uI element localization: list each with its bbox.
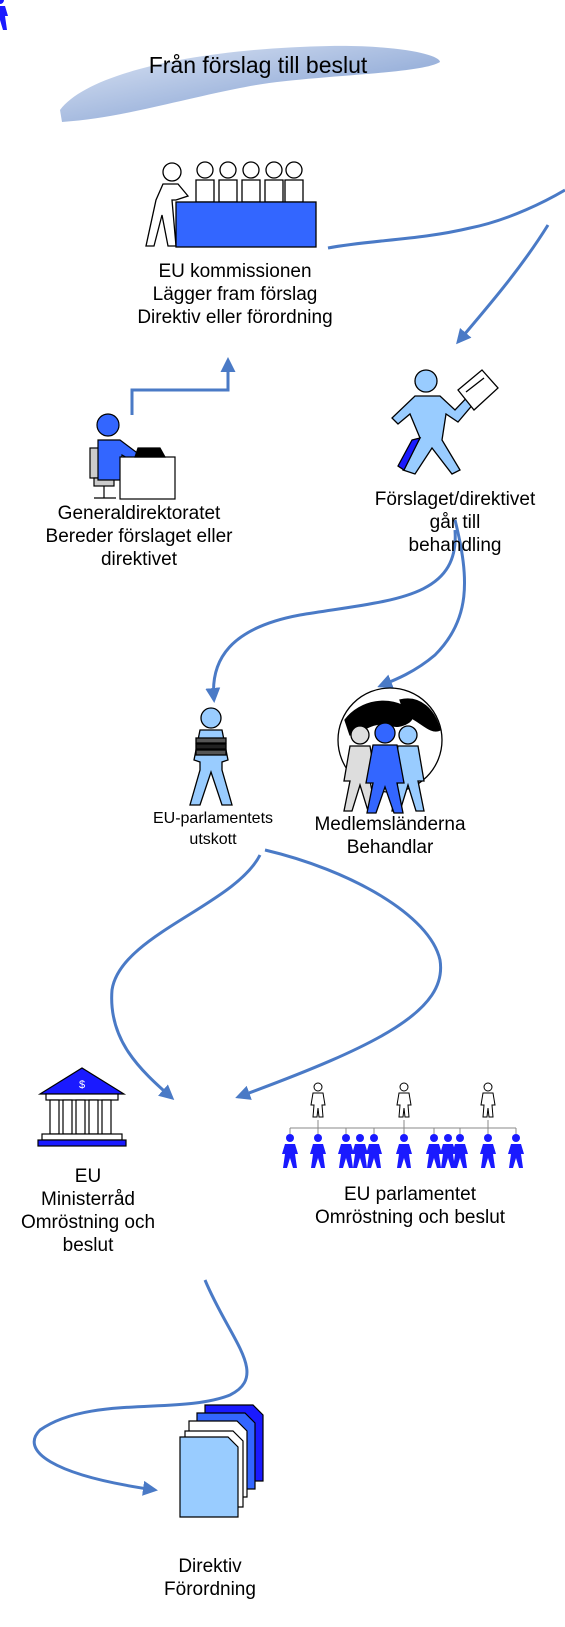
arrow-committee-to-council — [110, 854, 262, 1100]
arrow-directorate-to-commission — [130, 357, 236, 415]
result-line-2: Förordning — [164, 1579, 256, 1600]
arrow-proposal-to-memberstates — [377, 519, 467, 689]
office-worker-icon — [89, 413, 176, 500]
proposal-line-3: behandling — [408, 535, 502, 556]
commission-line-1: EU kommissionen — [158, 261, 312, 282]
proposal-line-1: Förslaget/direktivet — [374, 489, 536, 510]
courier-icon — [391, 369, 499, 475]
commission-line-2: Lägger fram förslag — [152, 284, 318, 305]
committee-label: EU-parlamentets utskott — [128, 808, 298, 850]
documents-stack-icon — [179, 1404, 264, 1518]
member-states-label: Medlemsländerna Behandlar — [300, 813, 480, 859]
commission-label: EU kommissionen Lägger fram förslag Dire… — [130, 260, 340, 329]
arrow-commission-to-proposal — [327, 188, 565, 250]
proposal-line-2: går till — [429, 512, 481, 533]
member-states-line-1: Medlemsländerna — [314, 814, 466, 835]
council-line-3: Omröstning och — [20, 1212, 156, 1233]
directorate-line-3: direktivet — [100, 549, 178, 570]
arrow-committee-to-parliament — [235, 848, 443, 1100]
parliament-line-1: EU parlamentet — [343, 1184, 476, 1205]
org-chart-people-icon — [0, 0, 524, 1168]
committee-line-1: EU-parlamentets — [152, 810, 274, 827]
title-banner-shape — [60, 45, 440, 122]
council-line-4: beslut — [62, 1235, 114, 1256]
council-label: EU Ministerråd Omröstning och beslut — [8, 1165, 168, 1257]
result-line-1: Direktiv — [178, 1556, 242, 1577]
council-line-1: EU — [74, 1166, 102, 1187]
parliament-label: EU parlamentet Omröstning och beslut — [300, 1183, 520, 1229]
arrow-into-proposal — [456, 224, 550, 345]
bank-building-icon: $ — [37, 1067, 127, 1147]
commission-people-icon — [145, 161, 317, 248]
council-line-2: Ministerråd — [41, 1189, 135, 1210]
committee-line-2: utskott — [189, 831, 237, 848]
page-title: Från förslag till beslut — [148, 52, 368, 78]
parliament-line-2: Omröstning och beslut — [314, 1207, 506, 1228]
proposal-label: Förslaget/direktivet går till behandling — [350, 488, 560, 557]
arrow-council-to-result — [32, 1279, 249, 1496]
directorate-label: Generaldirektoratet Bereder förslaget el… — [14, 502, 264, 571]
commission-line-3: Direktiv eller förordning — [137, 307, 333, 328]
svg-text:$: $ — [79, 1079, 85, 1091]
globe-people-icon — [337, 687, 443, 814]
arrow-proposal-to-committee — [205, 529, 457, 703]
member-states-line-2: Behandlar — [346, 837, 434, 858]
directorate-line-1: Generaldirektoratet — [57, 503, 221, 524]
book-carrier-icon — [189, 707, 233, 806]
result-label: Direktiv Förordning — [140, 1555, 280, 1601]
directorate-line-2: Bereder förslaget eller — [45, 526, 233, 547]
